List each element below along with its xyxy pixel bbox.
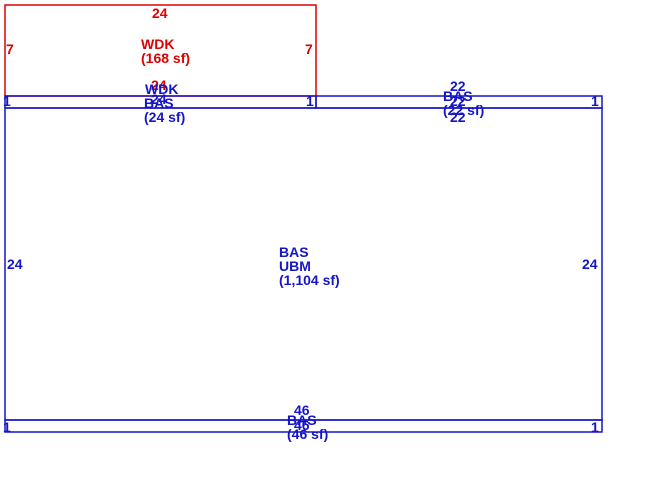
bas-bottom-strip-dim-left: 1	[3, 419, 11, 435]
main-size-label: (1,104 sf)	[279, 272, 340, 288]
bas-bottom-strip-outline	[4, 419, 603, 433]
bas-right-strip-dim-bottom: 22	[450, 109, 466, 125]
bas-left-strip-code: BAS	[144, 95, 174, 111]
wdk-dim-left: 7	[6, 41, 14, 57]
bas-bottom-strip-dim-top: 46	[294, 402, 310, 418]
bas-right-strip-size: (22 sf)	[443, 102, 484, 118]
bas-left-strip-dim-left: 1	[3, 93, 11, 109]
bas-right-strip-dim-mid: 22	[450, 93, 466, 109]
wdk-code-label: WDK	[141, 36, 174, 52]
main-code-label: BAS	[279, 244, 309, 260]
bas-left-strip-dim-bottom: 24	[151, 91, 167, 107]
wdk-dim-top: 24	[152, 5, 168, 21]
bas-right-strip-dim-right: 1	[591, 93, 599, 109]
main-subcode-label: UBM	[279, 258, 311, 274]
wdk-size-label: (168 sf)	[141, 50, 190, 66]
bas-left-strip-dim-top: 24	[151, 77, 167, 93]
bas-left-strip-size: (24 sf)	[144, 109, 185, 125]
bas-right-strip-code: BAS	[443, 88, 473, 104]
bas-bottom-strip-dim-right: 1	[591, 419, 599, 435]
bas-left-strip-overlap-code: WDK	[145, 81, 178, 97]
bas-bottom-strip-code: BAS	[287, 412, 317, 428]
bas-right-strip-dim-top: 22	[450, 78, 466, 94]
main-dim-left: 24	[7, 256, 23, 272]
main-dim-right: 24	[582, 256, 598, 272]
bas-bottom-strip-dim-mid: 46	[294, 417, 310, 433]
wdk-dim-right: 7	[305, 41, 313, 57]
bas-bottom-strip-size: (46 sf)	[287, 426, 328, 442]
bas-left-strip-dim-right: 1	[306, 93, 314, 109]
